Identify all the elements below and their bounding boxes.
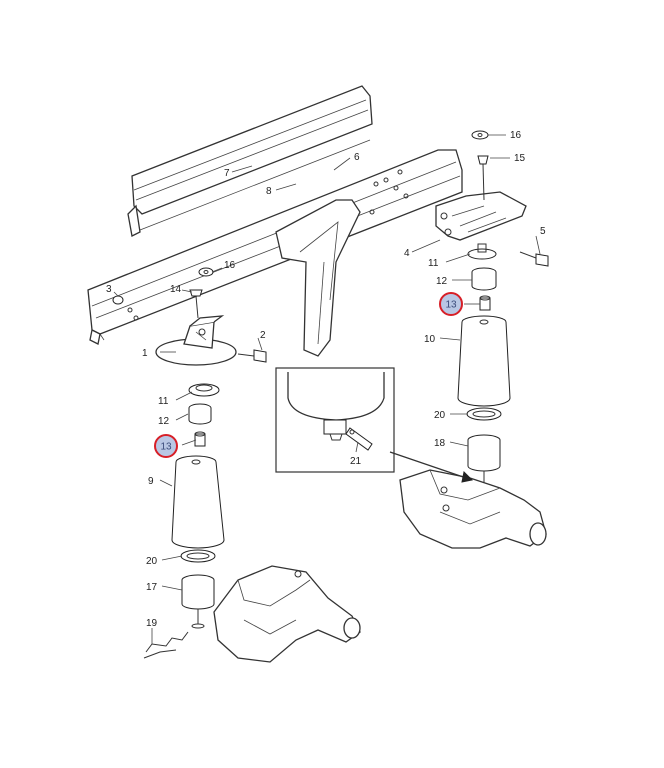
right-upper-seat-11 xyxy=(467,243,497,260)
right-air-spring-10 xyxy=(457,315,511,407)
right-piston-18 xyxy=(467,434,501,491)
callout-20-left: 20 xyxy=(146,556,158,567)
callout-12-left: 12 xyxy=(158,416,170,427)
callout-10: 10 xyxy=(424,334,436,345)
leader-lines xyxy=(113,134,541,644)
callout-3: 3 xyxy=(106,284,112,295)
inset-arrow xyxy=(389,451,474,483)
callout-13-right: 13 xyxy=(445,300,457,311)
detail-inset xyxy=(275,367,395,473)
left-ring-20 xyxy=(180,549,216,563)
right-bump-stop-12 xyxy=(471,267,497,291)
part-16-washer-left xyxy=(198,267,214,277)
callout-2: 2 xyxy=(260,330,266,341)
callout-11-right: 11 xyxy=(428,258,439,269)
callout-13-left-highlight[interactable]: 13 xyxy=(154,434,178,458)
callout-13-left: 13 xyxy=(160,442,172,453)
left-air-spring-9 xyxy=(171,455,225,549)
callout-17: 17 xyxy=(146,582,158,593)
left-axle-housing xyxy=(213,565,361,663)
left-spring-mount-plate xyxy=(155,315,237,366)
callout-9: 9 xyxy=(148,476,154,487)
callout-labels: 1 2 3 4 5 6 7 8 9 10 11 11 12 12 14 15 1… xyxy=(106,130,546,629)
right-ring-20 xyxy=(466,407,502,421)
left-piston-17 xyxy=(181,574,215,629)
right-valve-13 xyxy=(479,295,491,311)
right-axle-housing xyxy=(399,469,547,549)
center-hanger-bracket xyxy=(275,199,361,357)
callout-6: 6 xyxy=(354,152,360,163)
callout-21: 21 xyxy=(350,456,362,467)
callout-15: 15 xyxy=(514,153,526,164)
callout-1: 1 xyxy=(142,348,148,359)
callout-13-right-highlight[interactable]: 13 xyxy=(439,292,463,316)
frame-rail-upper xyxy=(127,85,373,237)
callout-20-right: 20 xyxy=(434,410,446,421)
left-bump-stop-12 xyxy=(188,403,212,425)
callout-5: 5 xyxy=(540,226,546,237)
callout-8: 8 xyxy=(266,186,272,197)
right-mount-bracket xyxy=(435,191,527,241)
part-19-clip xyxy=(143,631,189,659)
callout-18: 18 xyxy=(434,438,446,449)
frame-rail-lower xyxy=(87,149,463,345)
part-16-washer-right xyxy=(471,130,489,140)
callout-19: 19 xyxy=(146,618,158,629)
part-15-bolt xyxy=(477,155,489,201)
left-upper-seat-11 xyxy=(188,383,220,397)
callout-12-right: 12 xyxy=(436,276,448,287)
left-valve-13 xyxy=(194,431,206,447)
callout-16-left: 16 xyxy=(224,260,236,271)
callout-4: 4 xyxy=(404,248,410,259)
callout-16-right: 16 xyxy=(510,130,522,141)
callout-7: 7 xyxy=(224,168,230,179)
callout-14: 14 xyxy=(170,284,182,295)
part-14-bolt xyxy=(189,289,203,319)
callout-11-left: 11 xyxy=(158,396,169,407)
part-3-nut xyxy=(112,295,124,305)
part-2-bolt xyxy=(237,349,267,363)
part-5-bolt xyxy=(519,251,549,267)
